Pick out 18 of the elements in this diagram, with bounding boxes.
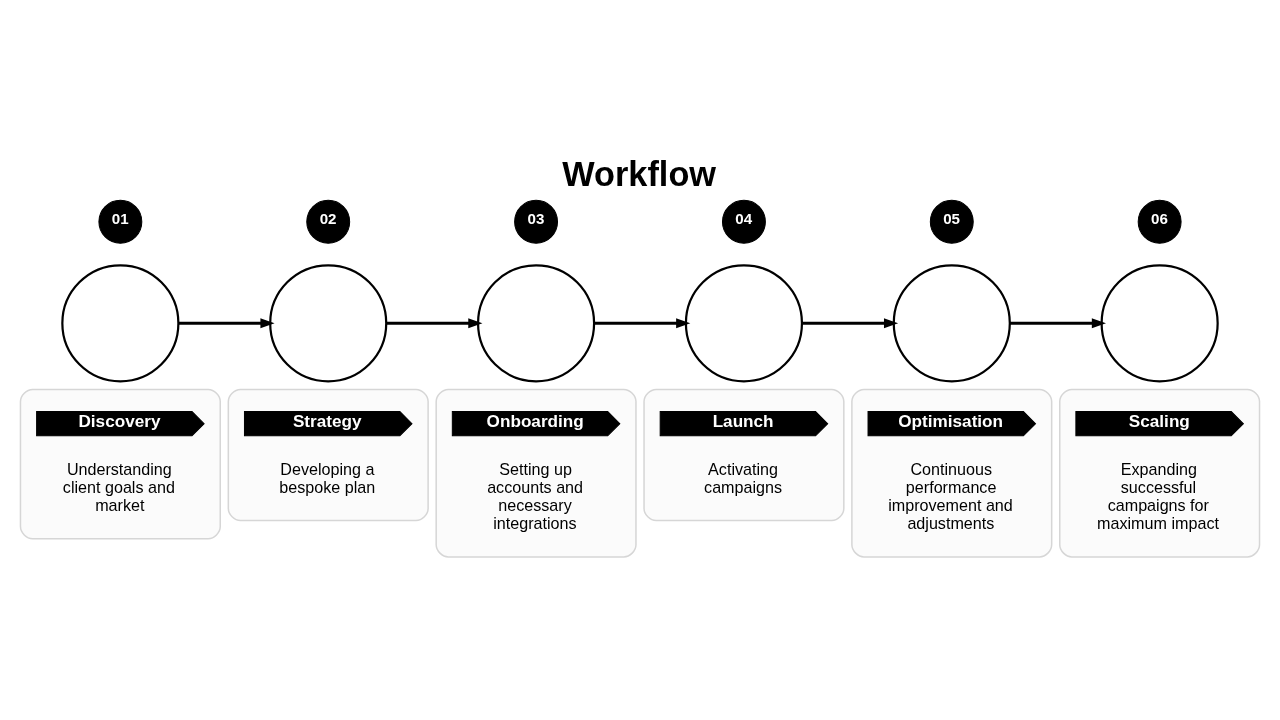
arrow (178, 318, 275, 329)
node-circle: 03 (514, 199, 559, 244)
node-circle: 02 (306, 199, 351, 244)
node-circle (1100, 264, 1219, 383)
node-circle (892, 264, 1011, 383)
node-circle (684, 264, 804, 383)
node-circle: 06 (1137, 199, 1182, 244)
node-circle: 05 (929, 199, 974, 244)
node-circle: 04 (721, 199, 766, 244)
node-circle: 01 (98, 199, 143, 244)
diagram-title: Workflow (562, 154, 717, 193)
node-circle (269, 264, 388, 383)
arrow (386, 318, 483, 329)
arrow (1009, 318, 1106, 329)
arrow (594, 318, 691, 329)
node-circle (476, 264, 596, 383)
node-circle (61, 264, 180, 383)
arrow (802, 318, 899, 329)
